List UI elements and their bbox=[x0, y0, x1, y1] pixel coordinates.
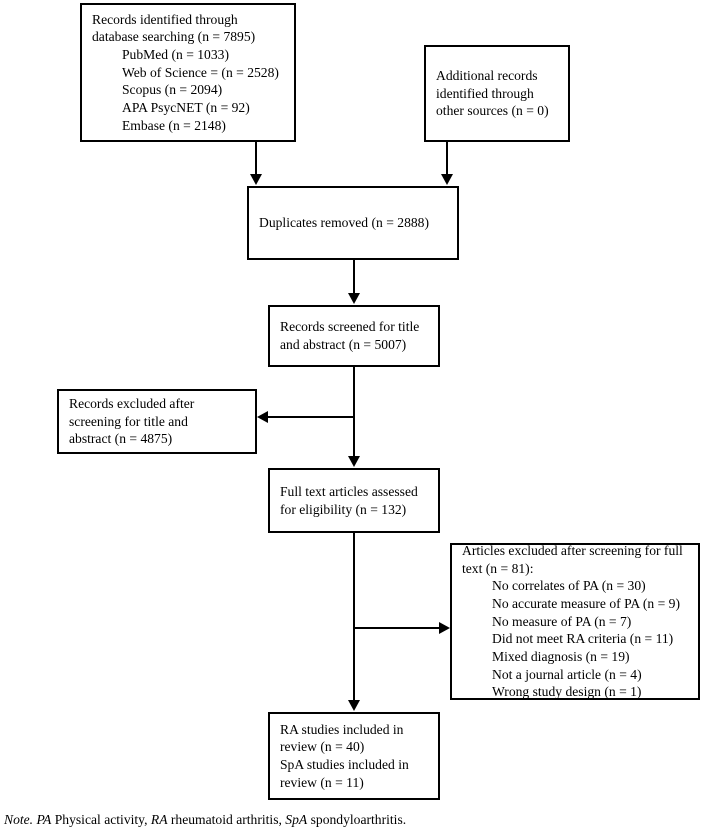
note-text-pa: Physical activity, bbox=[51, 812, 151, 827]
arrowhead-screened-to-fulltext bbox=[348, 456, 360, 467]
additional-line-1: Additional records bbox=[436, 67, 538, 83]
db-line-scopus: Scopus (n = 2094) bbox=[122, 82, 223, 98]
screened-line-2: and abstract (n = 5007) bbox=[280, 337, 407, 352]
additional-line-3: other sources (n = 0) bbox=[436, 103, 549, 119]
arrowhead-additional-to-duplicates bbox=[441, 174, 453, 185]
note-text-spa: spondyloarthritis. bbox=[307, 812, 407, 827]
excluded-line-3: abstract (n = 4875) bbox=[69, 431, 173, 447]
arrowhead-duplicates-to-screened bbox=[348, 293, 360, 304]
note-label: Note. bbox=[4, 812, 34, 827]
db-line-pubmed: PubMed (n = 1033) bbox=[122, 46, 229, 62]
db-line-web-of-science: Web of Science = (n = 2528) bbox=[122, 64, 279, 80]
artexcl-line-1: Articles excluded after screening for fu… bbox=[462, 542, 683, 558]
box-records-screened: Records screened for title and abstract … bbox=[268, 305, 440, 367]
arrowhead-fulltext-to-articles-excluded bbox=[439, 622, 450, 634]
artexcl-reason-no-correlates: No correlates of PA (n = 30) bbox=[492, 578, 646, 594]
screened-line-1: Records screened for title bbox=[280, 319, 420, 335]
box-articles-excluded: Articles excluded after screening for fu… bbox=[450, 543, 700, 700]
note-abbr-spa: SpA bbox=[285, 812, 308, 827]
duplicates-line-1: Duplicates removed (n = 2888) bbox=[259, 215, 429, 231]
connector-screened-to-fulltext bbox=[353, 367, 355, 457]
note-abbr-ra: RA bbox=[150, 812, 168, 827]
included-line-ra-1: RA studies included in bbox=[280, 721, 404, 737]
figure-note: Note. PA Physical activity, RA rheumatoi… bbox=[4, 812, 406, 828]
db-line-2: database searching (n = 7895) bbox=[92, 29, 256, 45]
box-additional-records: Additional records identified through ot… bbox=[424, 45, 570, 142]
box-fulltext-assessed: Full text articles assessed for eligibil… bbox=[268, 468, 440, 533]
connector-db-to-duplicates bbox=[255, 142, 257, 175]
excluded-line-1: Records excluded after bbox=[69, 396, 195, 411]
excluded-line-2: screening for title and bbox=[69, 413, 188, 429]
fulltext-line-2: for eligibility (n = 132) bbox=[280, 501, 407, 517]
included-line-ra-2: review (n = 40) bbox=[280, 739, 365, 755]
artexcl-reason-no-accurate-measure: No accurate measure of PA (n = 9) bbox=[492, 596, 680, 611]
additional-line-2: identified through bbox=[436, 85, 534, 101]
artexcl-line-2: text (n = 81): bbox=[462, 560, 534, 576]
connector-additional-to-duplicates bbox=[446, 142, 448, 175]
db-line-apa-psycnet: APA PsycNET (n = 92) bbox=[122, 100, 250, 115]
note-abbr-pa: PA bbox=[36, 812, 52, 827]
db-line-1: Records identified through bbox=[92, 11, 238, 27]
arrowhead-screened-to-excluded bbox=[257, 411, 268, 423]
arrowhead-fulltext-to-included bbox=[348, 700, 360, 711]
connector-fulltext-to-articles-excluded bbox=[355, 627, 440, 629]
connector-screened-to-excluded bbox=[268, 416, 355, 418]
box-studies-included: RA studies included in review (n = 40) S… bbox=[268, 712, 440, 800]
artexcl-reason-ra-criteria: Did not meet RA criteria (n = 11) bbox=[492, 631, 674, 647]
box-records-excluded: Records excluded after screening for tit… bbox=[57, 389, 257, 454]
included-line-spa-1: SpA studies included in bbox=[280, 757, 409, 772]
artexcl-reason-wrong-study-design: Wrong study design (n = 1) bbox=[492, 684, 642, 700]
connector-fulltext-to-included bbox=[353, 533, 355, 701]
arrowhead-db-to-duplicates bbox=[250, 174, 262, 185]
fulltext-line-1: Full text articles assessed bbox=[280, 483, 418, 499]
box-database-search: Records identified through database sear… bbox=[80, 3, 296, 142]
artexcl-reason-not-journal-article: Not a journal article (n = 4) bbox=[492, 666, 642, 682]
artexcl-reason-mixed-diagnosis: Mixed diagnosis (n = 19) bbox=[492, 649, 630, 665]
artexcl-reason-no-measure: No measure of PA (n = 7) bbox=[492, 613, 632, 629]
box-duplicates-removed: Duplicates removed (n = 2888) bbox=[247, 186, 459, 260]
note-text-ra: rheumatoid arthritis, bbox=[167, 812, 286, 827]
connector-duplicates-to-screened bbox=[353, 260, 355, 294]
db-line-embase: Embase (n = 2148) bbox=[122, 117, 226, 133]
included-line-spa-2: review (n = 11) bbox=[280, 774, 364, 790]
